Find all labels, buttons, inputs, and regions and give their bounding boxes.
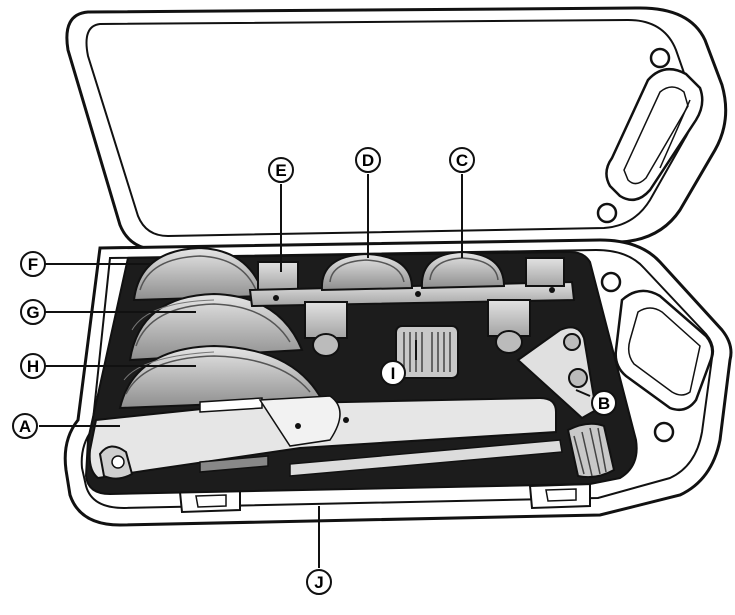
- roller-d: [320, 252, 414, 292]
- callout-g: G: [20, 299, 46, 325]
- svg-text:D: D: [362, 151, 374, 170]
- leader-lines: [39, 174, 591, 568]
- tube-bender-a: [88, 395, 563, 480]
- svg-text:A: A: [19, 417, 31, 436]
- deburring-tool-i: [395, 325, 459, 379]
- bending-shoe-g: [128, 292, 304, 362]
- callout-f: F: [20, 251, 46, 277]
- svg-text:E: E: [275, 161, 286, 180]
- callouts: E D C F G H A I B J: [12, 147, 617, 595]
- callout-h: H: [20, 353, 46, 379]
- svg-text:I: I: [391, 364, 396, 383]
- svg-text:F: F: [28, 255, 38, 274]
- callout-b: B: [591, 390, 617, 416]
- callout-e: E: [268, 157, 294, 183]
- svg-text:J: J: [314, 573, 323, 592]
- bending-shoe-f: [132, 246, 266, 302]
- svg-text:G: G: [26, 303, 39, 322]
- callout-a: A: [12, 413, 38, 439]
- callout-c: C: [449, 147, 475, 173]
- svg-text:B: B: [598, 394, 610, 413]
- callout-i: I: [380, 360, 406, 386]
- tube-cutter-b: [516, 326, 616, 479]
- bending-shoe-h: [118, 344, 324, 410]
- case-lid: [65, 6, 728, 252]
- callout-j: J: [306, 569, 332, 595]
- callout-d: D: [355, 147, 381, 173]
- svg-text:H: H: [27, 357, 39, 376]
- holder-blocks: [304, 299, 531, 357]
- svg-text:C: C: [456, 151, 468, 170]
